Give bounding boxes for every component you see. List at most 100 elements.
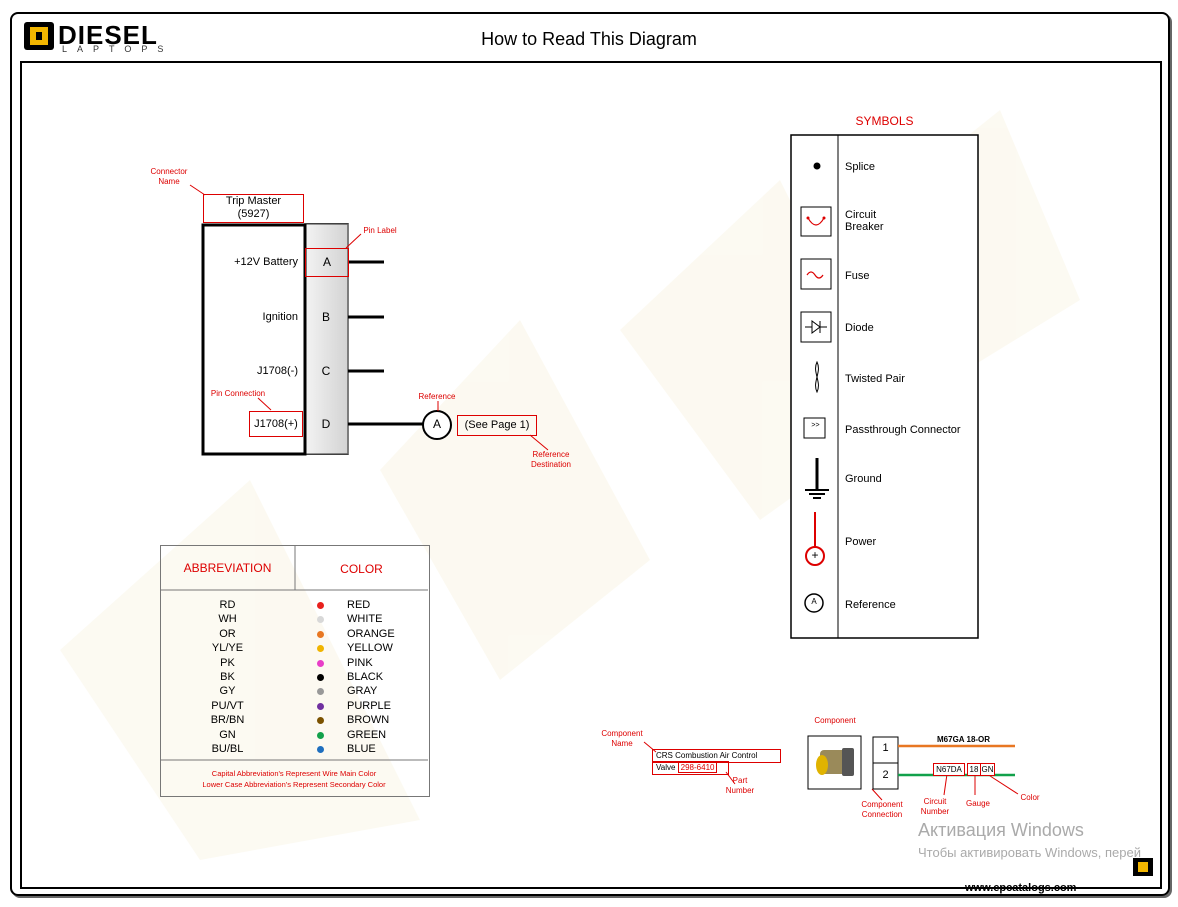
reference-icon xyxy=(804,593,824,613)
color-name: ORANGE xyxy=(347,627,395,640)
connector-body xyxy=(201,223,307,456)
color-name: BLUE xyxy=(347,742,376,755)
pin-b-label: B xyxy=(321,310,330,324)
component-callout: Component xyxy=(814,716,856,725)
color-name: GRAY xyxy=(347,685,378,698)
component-icon xyxy=(807,735,862,790)
wire-2-circuit: N67DA xyxy=(933,763,965,776)
diode-icon xyxy=(800,311,832,343)
gauge-callout: Gauge xyxy=(965,799,991,808)
passthrough-glyph: >> xyxy=(811,422,820,429)
color-swatch-icon xyxy=(317,616,324,624)
connector-title: Trip Master (5927) xyxy=(203,194,304,223)
color-swatch-icon xyxy=(317,630,324,638)
color-swatch-icon xyxy=(317,673,324,681)
pin-d-name: J1708(+) xyxy=(249,411,303,437)
component-pin-2 xyxy=(872,762,899,790)
color-swatch-icon xyxy=(317,702,324,710)
pin-a-name: +12V Battery xyxy=(234,256,298,268)
symbol-twisted-pair-label: Twisted Pair xyxy=(845,373,905,385)
symbol-reference-label: Reference xyxy=(845,599,896,611)
passthrough-icon xyxy=(803,417,826,439)
reference-glyph: A xyxy=(811,597,817,606)
color-abbr: OR xyxy=(219,627,236,640)
color-abbr: GN xyxy=(219,728,236,741)
color-callout: Color xyxy=(1020,793,1040,802)
color-abbr: RD xyxy=(219,599,236,611)
symbol-passthrough-label: Passthrough Connector xyxy=(845,424,961,436)
symbol-fuse-label: Fuse xyxy=(845,270,870,282)
fuse-icon xyxy=(800,258,832,290)
color-swatch-icon xyxy=(317,602,324,609)
site-url: www.epcatalogs.com xyxy=(965,882,1077,894)
diagram-frame xyxy=(20,61,1162,889)
corner-logo-icon xyxy=(1133,858,1153,876)
circuit-number-callout: Circuit Number xyxy=(920,797,950,816)
color-swatch-icon xyxy=(317,688,324,696)
pin-connection-callout: Pin Connection xyxy=(210,389,266,398)
symbol-ground-label: Ground xyxy=(845,473,882,485)
logo-icon xyxy=(24,22,54,50)
reference-circle xyxy=(422,410,452,440)
component-pin-1-label: 1 xyxy=(882,742,889,754)
symbol-circuit-breaker-label: Circuit Breaker xyxy=(845,209,884,233)
component-valve-row: Valve 298-6410 xyxy=(652,761,729,775)
component-name-callout: Component Name xyxy=(601,729,643,748)
pin-d-label: D xyxy=(321,417,331,431)
logo-text: DIESEL xyxy=(58,20,158,50)
pin-b-name: Ignition xyxy=(262,311,298,323)
color-name: BLACK xyxy=(347,670,384,683)
part-number-callout: Part Number xyxy=(725,776,755,795)
page-frame xyxy=(10,12,1170,896)
power-glyph: + xyxy=(811,548,819,562)
ground-icon xyxy=(805,458,829,499)
color-abbr: WH xyxy=(218,613,237,626)
wire-2-color: GN xyxy=(980,763,995,776)
color-table-row: BK BLACK xyxy=(160,670,428,684)
color-abbr: PU/VT xyxy=(211,699,244,712)
page-title: How to Read This Diagram xyxy=(481,29,697,49)
logo-subtext: LAPTOPS xyxy=(62,44,174,54)
color-swatch-icon xyxy=(317,717,324,725)
power-icon xyxy=(805,512,825,566)
color-swatch-icon xyxy=(317,659,324,667)
pin-wires xyxy=(348,260,423,426)
component-pin-1 xyxy=(872,736,899,764)
circuit-breaker-icon xyxy=(800,206,832,237)
symbols-title: SYMBOLS xyxy=(855,114,914,128)
color-abbr: PK xyxy=(220,656,235,669)
wire-2-gauge: 18 xyxy=(967,763,981,776)
color-abbr: GY xyxy=(219,685,236,698)
color-table-color-header: COLOR xyxy=(340,562,383,576)
symbol-power-label: Power xyxy=(845,536,877,548)
pin-label-callout: Pin Label xyxy=(363,226,397,235)
color-name: PURPLE xyxy=(347,699,392,712)
color-table-footnote: Capital Abbreviation's Represent Wire Ma… xyxy=(202,769,386,789)
component-pin-2-label: 2 xyxy=(882,769,889,781)
twisted-pair-icon xyxy=(815,360,819,394)
pin-c-label: C xyxy=(321,364,331,378)
color-abbr: BK xyxy=(220,670,235,683)
color-swatch-icon xyxy=(317,745,324,753)
callout-lines xyxy=(189,184,1019,801)
color-table-row: YL/YE YELLOW xyxy=(160,641,428,655)
color-table-row: PU/VT PURPLE xyxy=(160,699,428,713)
symbol-splice-label: Splice xyxy=(845,161,875,173)
reference-destination: (See Page 1) xyxy=(457,415,537,436)
color-table-abbr-header: ABBREVIATION xyxy=(183,561,272,575)
color-abbr: YL/YE xyxy=(211,642,244,655)
color-abbr: BR/BN xyxy=(210,714,245,727)
color-name: YELLOW xyxy=(347,642,393,655)
color-table-row: GY GRAY xyxy=(160,684,428,698)
component-name: CRS Combustion Air Control xyxy=(652,749,781,763)
reference-callout: Reference xyxy=(418,392,456,401)
reference-letter: A xyxy=(432,417,441,431)
color-swatch-icon xyxy=(317,645,324,653)
